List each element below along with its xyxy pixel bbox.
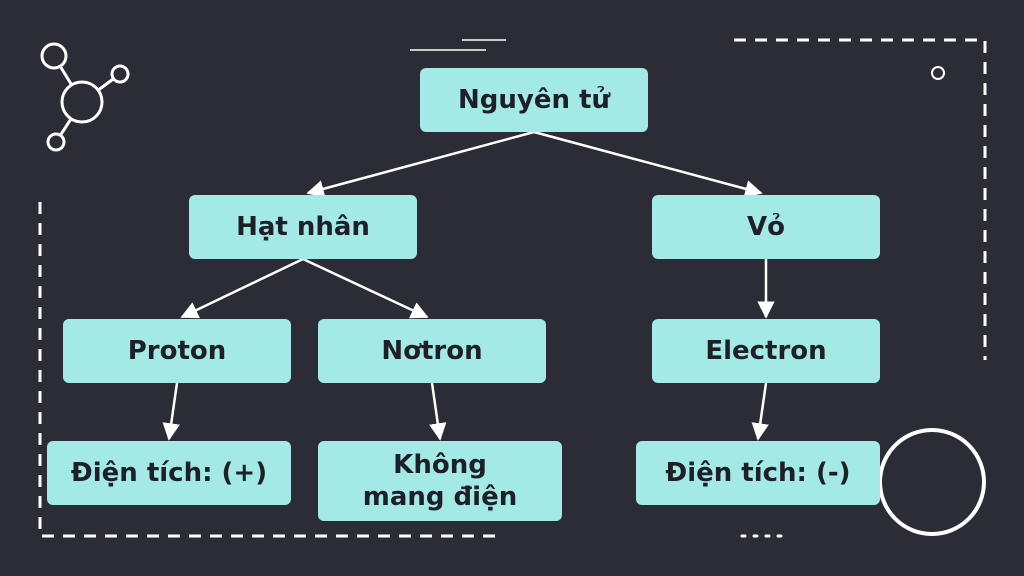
edge-root-nucleus <box>306 130 535 198</box>
node-electron-charge: Điện tích: (-) <box>636 441 880 505</box>
edge-nucleus-neutron <box>302 257 429 319</box>
node-hat-nhan: Hạt nhân <box>189 195 417 259</box>
edge-neutron-neutron_charge <box>429 382 447 441</box>
node-proton-charge: Điện tích: (+) <box>47 441 291 505</box>
edge-root-shell <box>533 130 763 198</box>
dashed-frame-left <box>38 202 500 538</box>
node-neutron-charge: Không mang điện <box>318 441 562 521</box>
small-circle-icon <box>931 66 945 80</box>
node-nguyen-tu: Nguyên tử <box>420 68 648 132</box>
molecule-icon <box>40 42 130 152</box>
node-electron: Electron <box>652 319 880 383</box>
dashed-frame-right <box>734 38 987 360</box>
node-notron: Nơtron <box>318 319 546 383</box>
edge-proton-proton_charge <box>162 382 180 441</box>
connector-lines <box>162 130 775 441</box>
node-proton: Proton <box>63 319 291 383</box>
large-circle-icon <box>878 428 986 536</box>
edge-electron-electron_charge <box>751 382 769 441</box>
node-vo: Vỏ <box>652 195 880 259</box>
edge-nucleus-proton <box>180 257 304 319</box>
accent-lines <box>410 39 506 51</box>
